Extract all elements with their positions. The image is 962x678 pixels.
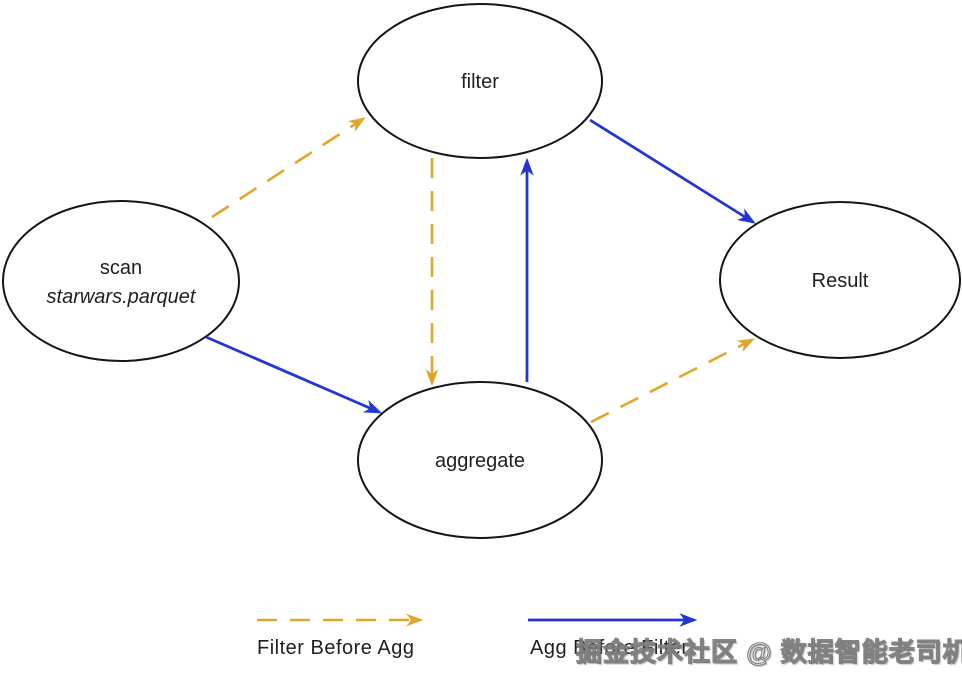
legend-label-agg-before-filter: Agg Before Filter (530, 637, 689, 659)
edge-filter-to-result (589, 118, 756, 224)
node-scan: scan starwars.parquet (2, 200, 240, 362)
edge-scan-to-aggregate (205, 335, 383, 414)
scan-ellipse (2, 200, 240, 362)
result-ellipse (719, 201, 961, 359)
aggregate-ellipse (357, 381, 603, 539)
legend-label-filter-before-agg: Filter Before Agg (257, 637, 414, 659)
edge-aggregate-to-result (590, 338, 755, 424)
node-aggregate: aggregate (357, 381, 603, 539)
node-result: Result (719, 201, 961, 359)
edge-scan-to-filter (211, 117, 366, 219)
filter-label: filter (461, 71, 499, 93)
scan-label-line2: starwars.parquet (47, 286, 197, 308)
node-filter: filter (357, 3, 603, 159)
legend: Filter Before Agg Agg Before Filter (257, 613, 698, 659)
scan-label-line1: scan (100, 257, 142, 279)
aggregate-label: aggregate (435, 450, 525, 472)
filter-ellipse (357, 3, 603, 159)
result-label: Result (812, 270, 869, 292)
